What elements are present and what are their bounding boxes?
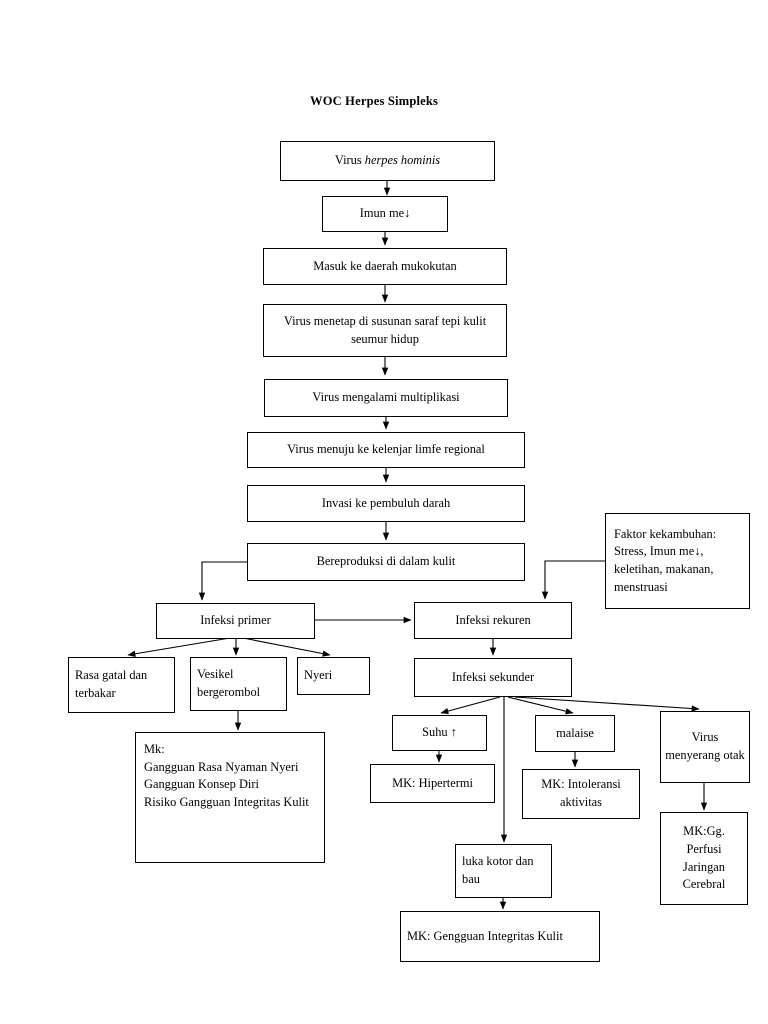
node-masuk-ke-daerah-mukokutan[interactable]: Masuk ke daerah mukokutan <box>263 248 507 285</box>
node-label: Virus mengalami multiplikasi <box>312 390 460 405</box>
node-mk-hipertermi[interactable]: MK: Hipertermi <box>370 764 495 803</box>
node-label: Bereproduksi di dalam kulit <box>316 554 456 569</box>
node-label: Mk: Gangguan Rasa Nyaman Nyeri Gangguan … <box>144 742 309 809</box>
node-vesikel-bergerombol[interactable]: Vesikel bergerombol <box>190 657 287 711</box>
node-imun-menurun[interactable]: Imun me↓ <box>322 196 448 232</box>
node-label: MK: Hipertermi <box>392 775 473 790</box>
node-virus-menuju-kelenjar-limfe[interactable]: Virus menuju ke kelenjar limfe regional <box>247 432 525 468</box>
node-label: Infeksi primer <box>200 613 271 628</box>
node-virus-mengalami-multiplikasi[interactable]: Virus mengalami multiplikasi <box>264 379 508 417</box>
node-label: Infeksi sekunder <box>451 669 535 684</box>
node-label: Virus menuju ke kelenjar limfe regional <box>287 442 485 457</box>
node-nyeri[interactable]: Nyeri <box>297 657 370 695</box>
node-infeksi-rekuren[interactable]: Infeksi rekuren <box>414 602 572 639</box>
node-label: Suhu ↑ <box>422 725 457 740</box>
node-label: Masuk ke daerah mukokutan <box>313 258 457 273</box>
node-virus-herpes-hominis[interactable]: Virus herpes hominis <box>280 141 495 181</box>
node-faktor-kekambuhan[interactable]: Faktor kekambuhan: Stress, Imun me↓, kel… <box>605 513 750 609</box>
page-title: WOC Herpes Simpleks <box>310 94 439 108</box>
node-label: Faktor kekambuhan: Stress, Imun me↓, kel… <box>614 526 717 594</box>
node-label: Vesikel bergerombol <box>197 667 261 699</box>
node-label: Nyeri <box>304 668 333 683</box>
node-label: Virus menyerang otak <box>665 730 745 762</box>
node-virus-menetap-saraf-tepi[interactable]: Virus menetap di susunan saraf tepi kuli… <box>263 304 507 357</box>
node-label: Infeksi rekuren <box>455 612 531 627</box>
node-luka-kotor-dan-bau[interactable]: luka kotor dan bau <box>455 844 552 898</box>
node-label: Imun me↓ <box>359 206 411 221</box>
node-suhu-naik[interactable]: Suhu ↑ <box>392 715 487 751</box>
node-label: malaise <box>556 725 594 740</box>
node-mk-intoleransi-aktivitas[interactable]: MK: Intoleransi aktivitas <box>522 769 640 819</box>
node-label: Rasa gatal dan terbakar <box>75 668 148 700</box>
node-label: Invasi ke pembuluh darah <box>321 495 451 510</box>
node-rasa-gatal-dan-terbakar[interactable]: Rasa gatal dan terbakar <box>68 657 175 713</box>
node-label-plain: Virus <box>334 153 365 168</box>
node-mk-gg-perfusi-jaringan-cerebral[interactable]: MK:Gg. Perfusi Jaringan Cerebral <box>660 812 748 905</box>
node-bereproduksi-dalam-kulit[interactable]: Bereproduksi di dalam kulit <box>247 543 525 581</box>
node-label: MK:Gg. Perfusi Jaringan Cerebral <box>682 824 726 892</box>
node-label-italic: herpes hominis <box>364 153 441 168</box>
node-mk-gengguan-integritas-kulit[interactable]: MK: Gengguan Integritas Kulit <box>400 911 600 962</box>
node-label: MK: Gengguan Integritas Kulit <box>407 928 563 943</box>
node-virus-menyerang-otak[interactable]: Virus menyerang otak <box>660 711 750 783</box>
node-malaise[interactable]: malaise <box>535 715 615 752</box>
node-mk-masalah-keperawatan-primer[interactable]: Mk: Gangguan Rasa Nyaman Nyeri Gangguan … <box>135 732 325 863</box>
node-infeksi-primer[interactable]: Infeksi primer <box>156 603 315 639</box>
node-label: luka kotor dan bau <box>462 854 534 886</box>
node-label: MK: Intoleransi aktivitas <box>541 777 621 809</box>
node-label: Virus menetap di susunan saraf tepi kuli… <box>283 313 487 346</box>
node-infeksi-sekunder[interactable]: Infeksi sekunder <box>414 658 572 697</box>
node-invasi-pembuluh-darah[interactable]: Invasi ke pembuluh darah <box>247 485 525 522</box>
